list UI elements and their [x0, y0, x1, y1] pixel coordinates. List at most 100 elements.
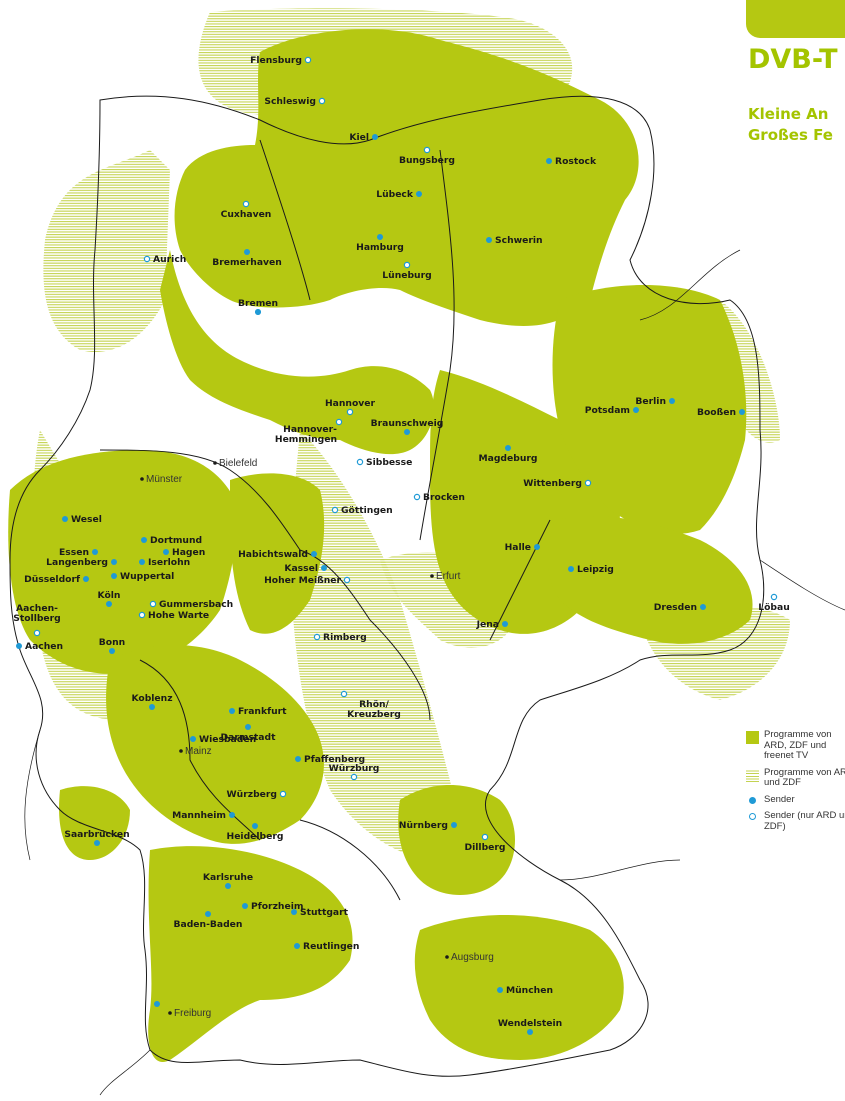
site-marker-dillberg	[481, 833, 489, 841]
site-label-rimberg: Rimberg	[323, 632, 367, 643]
site-label-wesel: Wesel	[71, 514, 102, 525]
site-label-kassel: Kassel	[284, 563, 318, 574]
site-label-booßen: Booßen	[697, 407, 736, 418]
site-marker-kassel	[321, 565, 327, 571]
site-marker-baden-baden	[205, 911, 211, 917]
site-marker-magdeburg	[505, 445, 511, 451]
site-marker-wuppertal	[111, 573, 117, 579]
site-label-bonn: Bonn	[99, 637, 125, 648]
site-label-potsdam: Potsdam	[585, 405, 630, 416]
site-label-dortmund: Dortmund	[150, 535, 202, 546]
site-marker-hannover	[346, 408, 354, 416]
site-marker-halle	[534, 544, 540, 550]
site-label-koblenz: Koblenz	[131, 693, 172, 704]
site-marker-schwerin	[486, 237, 492, 243]
site-marker-gummersbach	[149, 600, 157, 608]
reference-label-augsburg: Augsburg	[451, 952, 494, 963]
reference-dot-freiburg	[168, 1011, 172, 1015]
site-label-köln: Köln	[98, 590, 121, 601]
site-marker-essen	[92, 549, 98, 555]
site-label-stuttgart: Stuttgart	[300, 907, 349, 918]
brand-tagline: Kleine An Großes Fe	[748, 104, 833, 146]
site-marker-braunschweig	[404, 429, 410, 435]
site-marker-heidelberg	[252, 823, 258, 829]
site-marker-frankfurt	[229, 708, 235, 714]
site-label-dresden: Dresden	[654, 602, 697, 613]
site-marker-flensburg	[304, 56, 312, 64]
legend-full-coverage: Programme von ARD, ZDF und freenet TV	[746, 729, 845, 762]
site-label-hannover-hemmingen: Hannover-Hemmingen	[275, 424, 337, 445]
site-marker-potsdam	[633, 407, 639, 413]
site-label-gummersbach: Gummersbach	[159, 599, 233, 610]
site-label-habichtswald: Habichtswald	[238, 549, 308, 560]
site-marker-dortmund	[141, 537, 147, 543]
site-label-wittenberg: Wittenberg	[523, 478, 582, 489]
legend-partial-label: Programme von ARD und ZDF	[764, 766, 845, 788]
site-marker-aachen	[16, 643, 22, 649]
site-marker-dresden	[700, 604, 706, 610]
reference-cities: MünsterBielefeldErfurtMainzAugsburgFreib…	[140, 458, 494, 1019]
site-marker-iserlohn	[139, 559, 145, 565]
site-label-würzberg: Würzberg	[227, 789, 277, 800]
site-marker-habichtswald	[311, 551, 317, 557]
site-marker-nürnberg	[451, 822, 457, 828]
site-marker-göttingen	[331, 506, 339, 514]
site-label-aurich: Aurich	[153, 254, 186, 265]
site-label-bremen: Bremen	[238, 298, 278, 309]
reference-dot-mainz	[179, 749, 183, 753]
reference-label-bielefeld: Bielefeld	[219, 458, 257, 469]
site-marker-lüneburg	[403, 261, 411, 269]
site-label-hoher-meißner: Hoher Meißner	[264, 575, 341, 586]
site-marker-leipzig	[568, 566, 574, 572]
site-marker-hamburg	[377, 234, 383, 240]
reference-label-erfurt: Erfurt	[436, 571, 461, 582]
site-marker-rostock	[546, 158, 552, 164]
legend-sender-partial: Sender (nur ARD und ZDF)	[746, 810, 845, 832]
site-label-braunschweig: Braunschweig	[371, 418, 444, 429]
site-marker-würzberg	[279, 790, 287, 798]
reference-dot-münster	[140, 477, 144, 481]
reference-dot-erfurt	[430, 574, 434, 578]
site-marker-pforzheim	[242, 903, 248, 909]
site-label-düsseldorf: Düsseldorf	[24, 574, 81, 585]
site-label-hagen: Hagen	[172, 547, 205, 558]
site-marker-langenberg	[111, 559, 117, 565]
site-label-kiel: Kiel	[349, 132, 369, 143]
reference-label-münster: Münster	[146, 474, 183, 485]
site-marker-koblenz	[149, 704, 155, 710]
site-label-aachen: Aachen	[25, 641, 63, 652]
site-marker-cuxhaven	[242, 200, 250, 208]
brand-logo-box	[746, 0, 845, 38]
site-marker-aurich	[143, 255, 151, 263]
site-marker-saarbrücken	[94, 840, 100, 846]
site-marker-bonn	[109, 648, 115, 654]
site-marker-darmstadt	[245, 724, 251, 730]
tagline-line-1: Kleine An	[748, 105, 829, 123]
legend-sender-partial-label: Sender (nur ARD und ZDF)	[764, 810, 845, 832]
state-borders	[9, 95, 765, 1077]
reference-dot-augsburg	[445, 955, 449, 959]
site-label-langenberg: Langenberg	[46, 557, 108, 568]
site-label-lübeck: Lübeck	[376, 189, 414, 200]
site-label-karlsruhe: Karlsruhe	[203, 872, 253, 883]
sender-ring-icon	[749, 813, 756, 820]
site-label-dillberg: Dillberg	[465, 842, 506, 853]
site-marker-rhön-kreuzberg	[340, 690, 348, 698]
site-label-essen: Essen	[59, 547, 89, 558]
site-marker-lübeck	[416, 191, 422, 197]
reference-dot-bielefeld	[213, 461, 217, 465]
site-label-schwerin: Schwerin	[495, 235, 543, 246]
site-marker-wiesbaden	[190, 736, 196, 742]
site-label-münchen: München	[506, 985, 553, 996]
site-label-berlin: Berlin	[635, 396, 666, 407]
site-label-würzburg: Würzburg	[329, 763, 380, 774]
site-marker-stuttgart	[291, 909, 297, 915]
country-borders	[24, 249, 845, 1096]
site-marker-wesel	[62, 516, 68, 522]
site-marker-aachen-stollberg	[33, 629, 41, 637]
site-label-sibbesse: Sibbesse	[366, 457, 412, 468]
tagline-line-2: Großes Fe	[748, 126, 833, 144]
site-marker-booßen	[739, 409, 745, 415]
site-marker-freiburg	[154, 1001, 160, 1007]
site-label-pforzheim: Pforzheim	[251, 901, 303, 912]
